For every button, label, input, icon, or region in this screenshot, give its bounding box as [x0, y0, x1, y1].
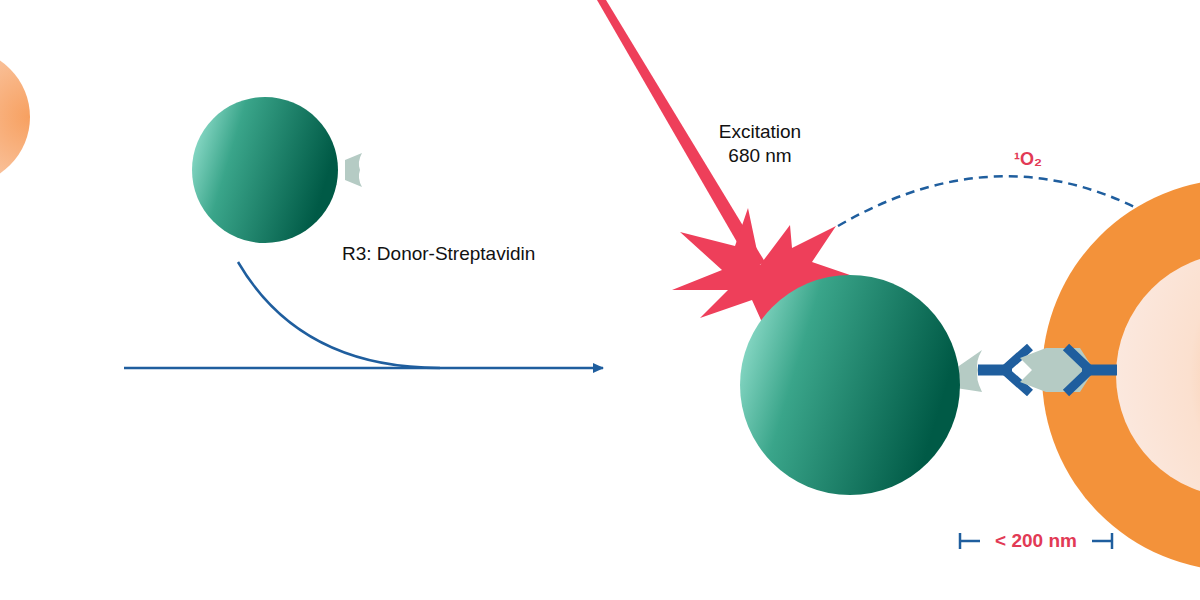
antibody-complex [978, 347, 1117, 393]
donor-bead [192, 97, 338, 243]
reaction-arrow [124, 367, 603, 370]
singlet-oxygen-label: ¹O₂ [1014, 148, 1042, 171]
merge-line [238, 262, 440, 368]
acceptor-core [1116, 253, 1200, 497]
excitation-label: Excitation 680 nm [705, 120, 815, 168]
reagent-label: R3: Donor-Streptavidin [342, 242, 535, 266]
donor-bead [740, 275, 960, 495]
acceptor-bead [0, 49, 30, 185]
streptavidin [345, 153, 362, 187]
distance-label: < 200 nm [992, 529, 1080, 553]
